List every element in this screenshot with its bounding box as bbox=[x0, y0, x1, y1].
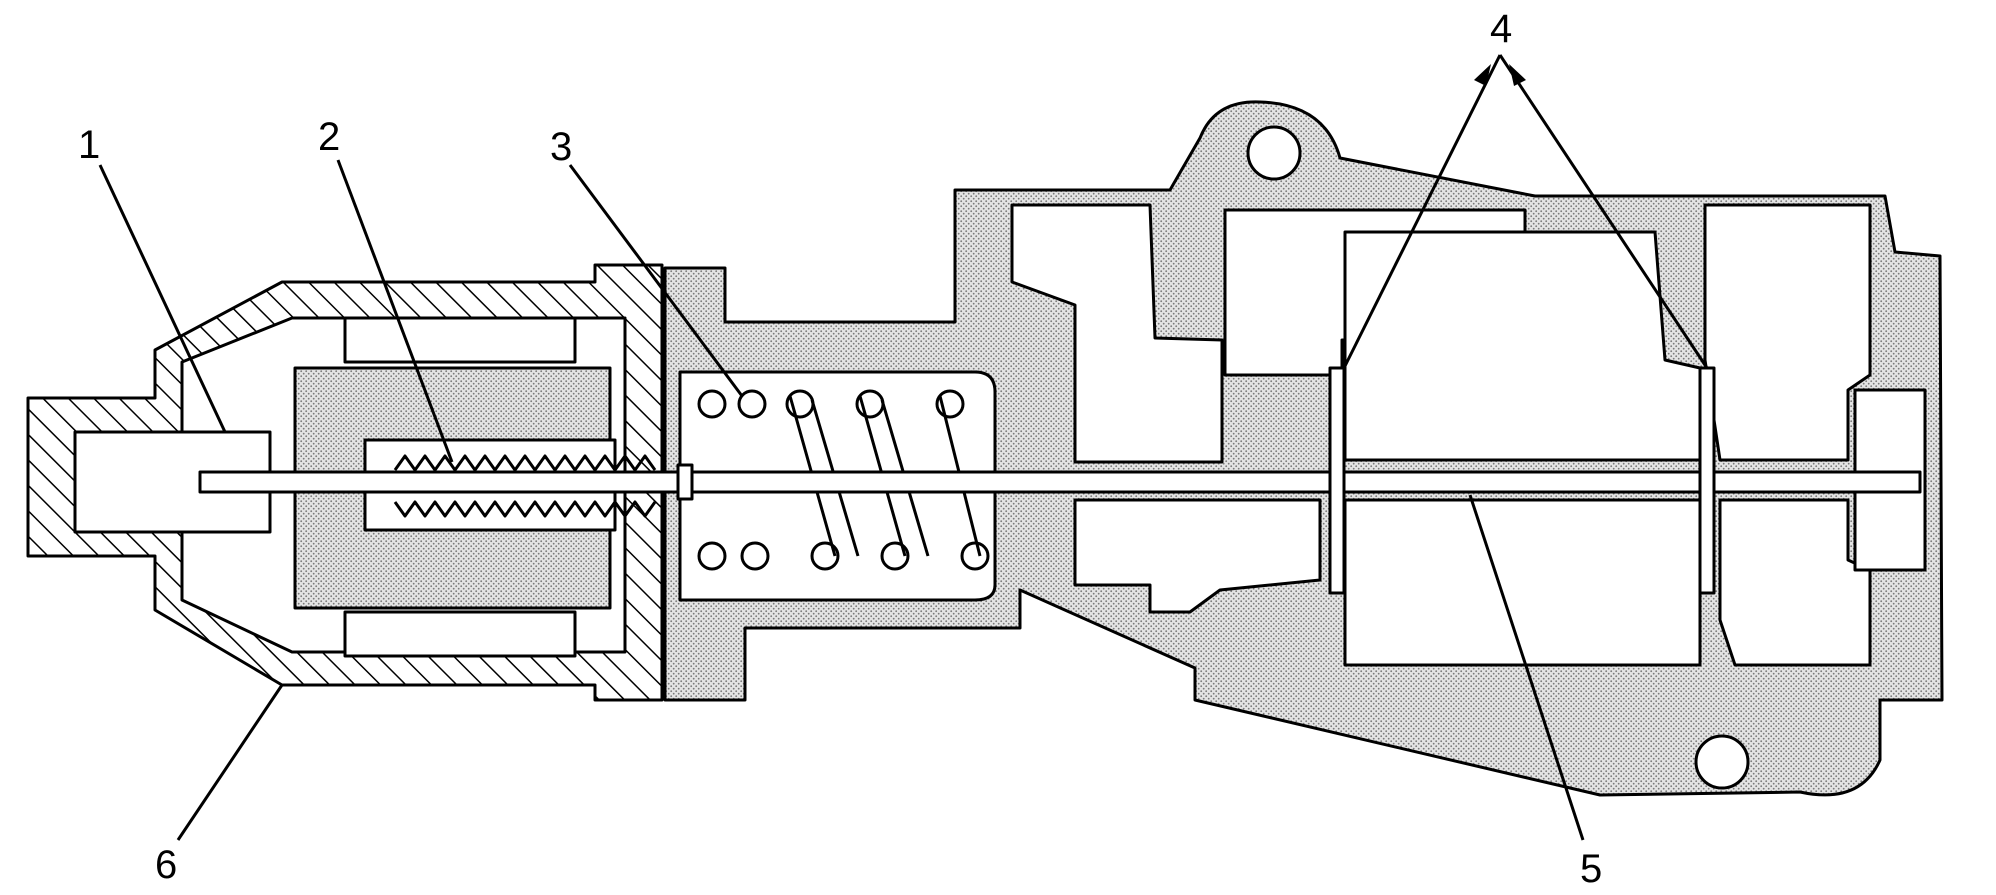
armature-spring-lower bbox=[393, 500, 657, 518]
valve-stem bbox=[198, 470, 1922, 494]
upper-chamber bbox=[1343, 230, 1702, 462]
callout-3: 3 bbox=[550, 125, 572, 169]
callout-6: 6 bbox=[155, 843, 177, 887]
callout-4: 4 bbox=[1490, 7, 1512, 51]
stem-stop bbox=[676, 463, 694, 501]
coil-lower-slot bbox=[343, 610, 577, 658]
valve-seat-left bbox=[1328, 366, 1346, 595]
upper-chamber-right bbox=[1703, 203, 1872, 462]
leader-3 bbox=[568, 164, 744, 397]
callout-labels: 1 2 3 4 5 6 bbox=[78, 7, 1602, 891]
upper-mount-hole bbox=[1246, 125, 1302, 181]
armature-spring bbox=[393, 454, 657, 472]
callout-5: 5 bbox=[1580, 847, 1602, 891]
upper-port-cavity-left bbox=[1010, 203, 1224, 464]
leader-6 bbox=[176, 684, 284, 841]
valve-seat-right bbox=[1698, 366, 1716, 595]
leader-1 bbox=[98, 164, 227, 433]
callout-1: 1 bbox=[78, 123, 100, 167]
leader-4b bbox=[1498, 54, 1709, 369]
arrowheads-4 bbox=[1474, 64, 1526, 86]
coil-upper-slot bbox=[343, 316, 577, 364]
leader-2 bbox=[336, 159, 454, 463]
callout-2: 2 bbox=[318, 115, 340, 159]
return-spring bbox=[697, 389, 990, 571]
lower-mount-hole bbox=[1694, 734, 1750, 790]
lower-port-cavity-left bbox=[1073, 498, 1322, 614]
leader-5 bbox=[1468, 494, 1585, 841]
lower-chamber bbox=[1343, 498, 1702, 667]
leader-4a bbox=[1342, 54, 1502, 369]
valve-body bbox=[663, 100, 1944, 797]
lower-chamber-right bbox=[1718, 498, 1872, 667]
leader-lines bbox=[98, 54, 1709, 841]
